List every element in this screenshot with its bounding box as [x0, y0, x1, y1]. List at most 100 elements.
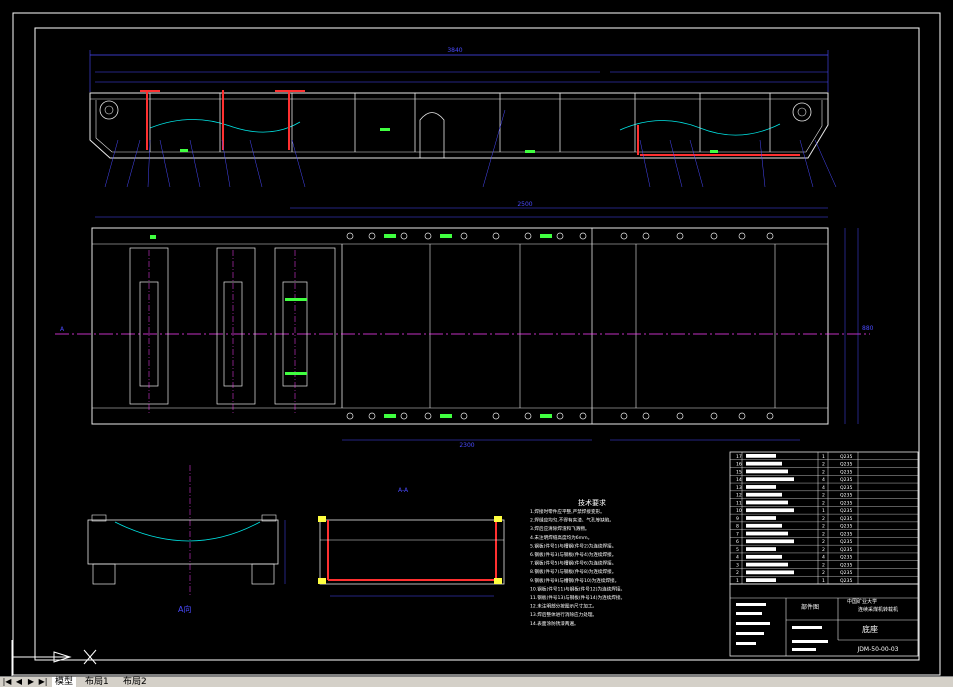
- view-a-label: A向: [178, 604, 191, 614]
- bom-cell-no: 17: [736, 454, 742, 460]
- bom-cell-qty: 2: [822, 469, 825, 475]
- bom-cell-mat: Q235: [840, 539, 852, 545]
- note-line: 12.未注明部分按图示尺寸加工。: [530, 603, 597, 610]
- bom-cell-qty: 2: [822, 570, 825, 576]
- notes-title: 技术要求: [578, 498, 606, 507]
- tab-layout1[interactable]: 布局1: [85, 677, 109, 687]
- bom-cell-qty: 2: [822, 524, 825, 530]
- bom-cell-qty: 4: [822, 477, 825, 483]
- overall-length-dimension: 3840: [447, 47, 462, 54]
- bom-cell-mat: Q235: [840, 570, 852, 576]
- bom-cell-no: 10: [736, 508, 742, 514]
- bom-cell-no: 13: [736, 485, 742, 491]
- bom-name-placeholder: [746, 492, 782, 497]
- note-line: 9.钢板(件号9)与槽钢(件号10)为连续焊接。: [530, 577, 619, 584]
- note-line: 11.钢板(件号13)与钢板(件号14)为连续焊接。: [530, 594, 625, 601]
- bom-name-placeholder: [746, 539, 794, 544]
- bom-cell-mat: Q235: [840, 531, 852, 537]
- bom-cell-qty: 1: [822, 454, 825, 460]
- bom-cell-no: 9: [736, 516, 739, 522]
- section-a-a: A-A: [318, 487, 505, 597]
- note-line: 14.表面涂防锈漆两遍。: [530, 620, 579, 627]
- school-name: 中国矿业大学: [847, 598, 877, 605]
- bolt-holes-top: [346, 232, 774, 240]
- bom-cell-no: 2: [736, 570, 739, 576]
- bom-cell-qty: 1: [822, 508, 825, 514]
- note-line: 1.焊接时零件应平整,严禁焊接变形。: [530, 508, 605, 515]
- bom-cell-qty: 2: [822, 493, 825, 499]
- bom-cell-qty: 2: [822, 562, 825, 568]
- bom-name-placeholder: [746, 500, 788, 505]
- bom-name-placeholder: [746, 554, 782, 559]
- bom-cell-no: 15: [736, 469, 742, 475]
- bom-cell-qty: 2: [822, 531, 825, 537]
- bom-cell-no: 5: [736, 547, 739, 553]
- note-line: 7.钢板(件号5)与槽钢(件号6)为连续焊接。: [530, 560, 616, 567]
- bom-cell-no: 7: [736, 531, 739, 537]
- note-line: 2.焊缝应均匀,不得有夹渣、气孔等缺陷。: [530, 517, 614, 524]
- project-name: 连续采煤机转载机: [858, 606, 898, 613]
- bom-cell-mat: Q235: [840, 578, 852, 584]
- bom-cell-no: 1: [736, 578, 739, 584]
- layout-tab-bar: |◀ ◀ ▶ ▶| 模型 布局1 布局2: [0, 676, 953, 687]
- bom-cell-no: 16: [736, 462, 742, 468]
- bom-cell-qty: 4: [822, 555, 825, 561]
- bom-cell-mat: Q235: [840, 469, 852, 475]
- section-label: A-A: [398, 487, 409, 494]
- bom-name-placeholder: [746, 570, 794, 575]
- note-line: 8.钢板(件号7)与钢板(件号8)为连续焊接。: [530, 568, 616, 575]
- bom-cell-mat: Q235: [840, 555, 852, 561]
- bom-cell-no: 4: [736, 555, 739, 561]
- bom-name-placeholder: [746, 562, 788, 567]
- front-elevation-view: 3840: [89, 47, 837, 188]
- bom-name-placeholder: [746, 531, 788, 536]
- note-line: 13.焊后整体进行消除应力处理。: [530, 611, 597, 618]
- bom-name-placeholder: [746, 477, 794, 482]
- title-block: 中国矿业大学 连续采煤机转载机 部件图 底座 JDM-50-00-03: [729, 583, 919, 657]
- bom-name-placeholder: [746, 454, 776, 458]
- technical-notes: 技术要求 1.焊接时零件应平整,严禁焊接变形。 2.焊缝应均匀,不得有夹渣、气孔等…: [530, 498, 625, 627]
- bolt-holes-bottom: [346, 412, 774, 420]
- drawing-number: JDM-50-00-03: [857, 646, 899, 653]
- bottom-span-dimension: 2300: [459, 442, 474, 449]
- tab-next-icon[interactable]: ▶: [27, 677, 35, 686]
- bom-cell-no: 3: [736, 562, 739, 568]
- bom-cell-qty: 2: [822, 547, 825, 553]
- bom-cell-qty: 2: [822, 462, 825, 468]
- bom-name-placeholder: [746, 523, 782, 528]
- bom-name-placeholder: [746, 547, 776, 551]
- bom-cell-mat: Q235: [840, 547, 852, 553]
- bom-name-placeholder: [746, 516, 776, 520]
- note-line: 10.钢板(件号11)与钢板(件号12)为连续焊接。: [530, 585, 625, 592]
- bom-cell-qty: 2: [822, 516, 825, 522]
- tab-prev-icon[interactable]: ◀: [15, 677, 23, 686]
- bom-cell-mat: Q235: [840, 454, 852, 460]
- bom-cell-qty: 4: [822, 485, 825, 491]
- bom-cell-no: 14: [736, 477, 742, 483]
- tab-last-icon[interactable]: ▶|: [38, 677, 48, 686]
- tab-model[interactable]: 模型: [52, 677, 77, 687]
- mid-span-dimension: 2500: [517, 201, 532, 208]
- bom-name-placeholder: [746, 469, 788, 474]
- bom-cell-qty: 2: [822, 539, 825, 545]
- bom-cell-mat: Q235: [840, 516, 852, 522]
- plan-view: 2500 A: [55, 201, 874, 449]
- bom-cell-mat: Q235: [840, 500, 852, 506]
- section-arrow-left: A: [60, 326, 65, 333]
- bom-cell-mat: Q235: [840, 562, 852, 568]
- bom-cell-mat: Q235: [840, 485, 852, 491]
- bom-cell-mat: Q235: [840, 462, 852, 468]
- bom-cell-mat: Q235: [840, 477, 852, 483]
- bom-cell-no: 8: [736, 524, 739, 530]
- bom-cell-no: 11: [736, 500, 742, 506]
- note-line: 6.钢板(件号3)与钢板(件号4)为连续焊接。: [530, 551, 616, 558]
- outer-frame: [12, 12, 941, 676]
- tab-first-icon[interactable]: |◀: [2, 677, 12, 686]
- tab-layout2[interactable]: 布局2: [123, 677, 147, 687]
- bom-cell-mat: Q235: [840, 508, 852, 514]
- note-line: 5.钢板(件号1)与槽钢(件号2)为连续焊接。: [530, 542, 616, 549]
- bom-cell-mat: Q235: [840, 493, 852, 499]
- note-line: 4.未注明焊缝高度均为6mm。: [530, 534, 592, 541]
